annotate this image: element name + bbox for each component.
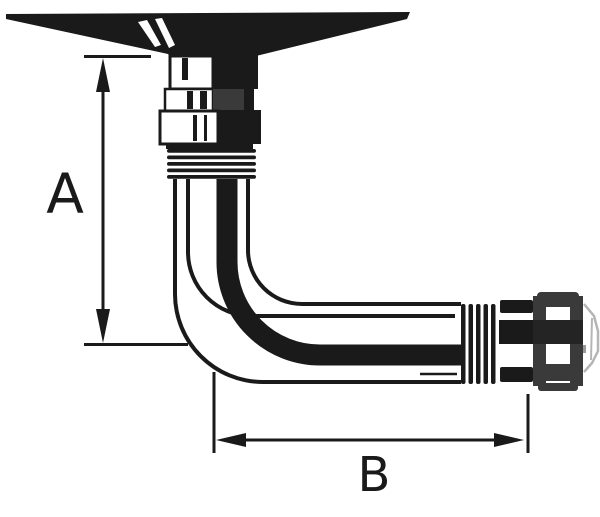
valve-collar-groove (200, 91, 207, 109)
dim-b-line (240, 438, 500, 442)
valve-collar-groove (187, 91, 193, 109)
valve-nut-highlight (158, 109, 220, 146)
end-nut-band (499, 320, 534, 344)
valve-cap-low-band (533, 364, 583, 381)
thread-ridge (167, 162, 256, 166)
dim-a-tick-bottom (84, 343, 188, 346)
valve-neck-shadow (213, 55, 258, 89)
valve-cap-top-band (537, 292, 579, 307)
dimension-b: B (212, 372, 530, 503)
dim-b-tick-left (212, 372, 216, 453)
stem-threads-top (167, 149, 256, 179)
valve-collar-shade (213, 89, 244, 110)
thread-ridge (483, 304, 488, 384)
end-nut-band (500, 367, 533, 382)
thread-ridge (167, 168, 256, 173)
thread-ridge (167, 149, 256, 153)
valve-nut-shadow (218, 110, 261, 144)
valve-base-hardware (158, 54, 261, 149)
arrow-right-icon (494, 433, 524, 447)
thread-ridge (167, 175, 256, 179)
valve-nut-groove (204, 115, 207, 141)
valve-cap-lip (538, 383, 578, 391)
arrow-down-icon (96, 309, 110, 343)
valve-neck-groove (182, 58, 188, 80)
shine-mark-icon (155, 18, 175, 48)
dimension-a: A (46, 55, 188, 346)
valve-cap (533, 292, 600, 391)
dimension-label-a: A (46, 162, 84, 226)
elbow-tube-bore (216, 179, 461, 366)
thread-ridge (468, 304, 473, 384)
dim-a-tick-top (84, 55, 151, 58)
tube-contour-line (186, 179, 455, 318)
valve-nut-groove (193, 115, 197, 141)
tire-base (6, 12, 410, 61)
arrow-up-icon (96, 58, 110, 92)
dimension-label-b: B (358, 447, 391, 503)
valve-cap-mid-band (533, 320, 583, 344)
thread-ridge (167, 155, 256, 160)
valve-neck-highlight (168, 54, 215, 91)
valve-collar-shadow (244, 88, 254, 111)
thread-ridge (491, 304, 496, 384)
arrow-left-icon (216, 433, 246, 447)
stem-threads-end (461, 304, 496, 384)
thread-ridge (476, 304, 481, 384)
dim-a-line (101, 72, 105, 326)
dim-b-tick-right (526, 394, 530, 453)
end-nut (499, 300, 534, 382)
tire-base-shape (6, 12, 410, 61)
elbow-tube (173, 179, 461, 384)
end-nut-band (500, 300, 533, 313)
valve-nut-base-edge (166, 143, 253, 149)
valve-cap-tip-facet (590, 317, 593, 361)
shine-mark-icon (138, 20, 161, 47)
thread-ridge (461, 304, 466, 384)
